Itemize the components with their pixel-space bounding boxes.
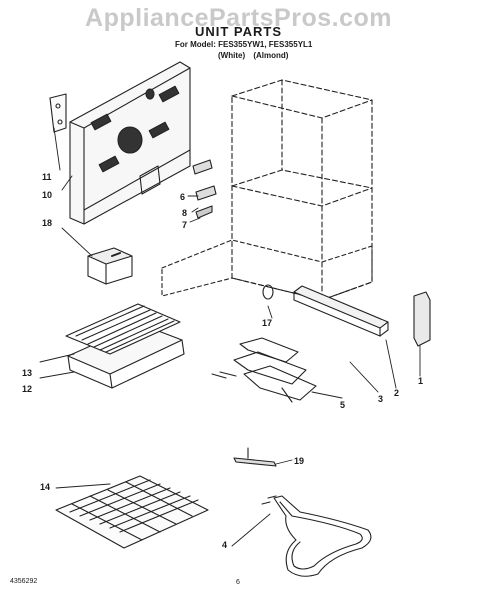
callout-17: 17 (262, 318, 273, 328)
callout-5: 5 (340, 400, 346, 410)
model-numbers: For Model: FES355YW1, FES355YL1 (175, 40, 313, 49)
callout-leaders (40, 128, 420, 546)
document-code: 4356292 (10, 578, 38, 585)
diagram-title: UNIT PARTS (194, 24, 283, 39)
callout-13: 13 (22, 368, 33, 378)
oven-cabinet-outline (232, 80, 372, 300)
color-variants: (White) (Almond) (218, 51, 289, 60)
hinge-rail-part (294, 286, 388, 328)
callout-14: 14 (40, 482, 51, 492)
terminal-block-part (193, 160, 212, 174)
rear-panel-part (70, 62, 190, 224)
callout-3: 3 (378, 394, 384, 404)
bracket-part (50, 94, 66, 132)
sensor-part (234, 458, 276, 466)
callout-11: 11 (42, 172, 52, 182)
callout-8: 8 (182, 208, 188, 218)
callout-10: 10 (42, 190, 53, 200)
callout-6: 6 (180, 192, 186, 202)
callout-1: 1 (418, 376, 424, 386)
callout-4: 4 (222, 540, 228, 550)
relay-box-part (88, 248, 132, 284)
clip-part (196, 206, 212, 218)
end-cap-part (414, 292, 430, 346)
bake-element-part (212, 338, 316, 402)
callout-18: 18 (42, 218, 53, 228)
callout-2: 2 (394, 388, 400, 398)
callout-19: 19 (294, 456, 305, 466)
callout-12: 12 (22, 384, 33, 394)
oven-rack-part (56, 476, 208, 548)
watermark: AppliancePartsPros.com (85, 4, 392, 32)
knob-part (263, 285, 273, 299)
broiler-pan-part (66, 304, 184, 388)
switch-part (196, 186, 216, 200)
broil-element-part (262, 496, 371, 576)
callout-7: 7 (182, 220, 188, 230)
page-number: 6 (236, 579, 240, 586)
